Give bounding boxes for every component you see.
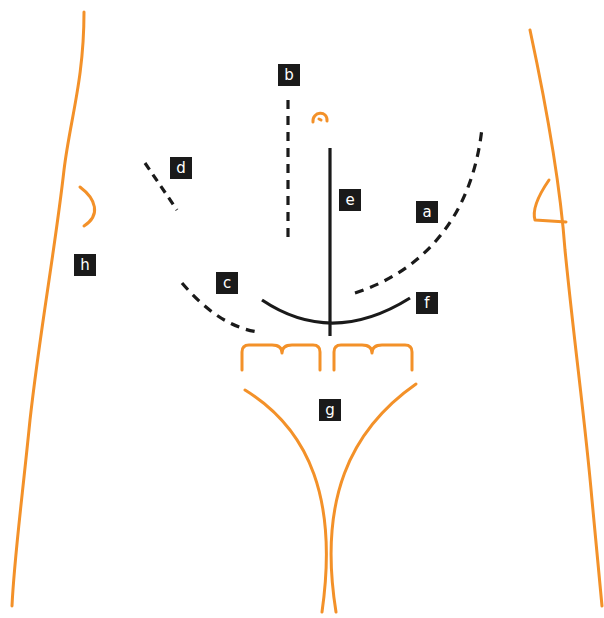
navel <box>313 113 327 122</box>
callout-letter: c <box>216 272 238 294</box>
body-outline-right <box>530 30 602 606</box>
body-outline-left <box>12 12 84 606</box>
navel-dot <box>319 119 321 120</box>
thigh-line-right <box>331 384 416 612</box>
hip-mark-right <box>534 180 566 222</box>
incision-midline <box>328 148 331 336</box>
callout-letter: h <box>74 254 96 276</box>
pubic-outline-left <box>242 345 320 370</box>
thigh-line-left <box>245 390 326 612</box>
incision-paramedian <box>286 100 289 242</box>
callout-letter: b <box>278 64 300 86</box>
callout-letter: a <box>416 201 438 223</box>
hip-mark-left <box>80 187 95 226</box>
incision-pfannenstiel <box>262 298 410 323</box>
callout-letter: d <box>170 157 192 179</box>
incision-extended-left <box>355 128 482 293</box>
callout-letter: g <box>319 399 341 421</box>
callout-letter: e <box>339 189 361 211</box>
callout-letter: f <box>416 292 438 314</box>
pubic-outline-right <box>334 345 412 370</box>
